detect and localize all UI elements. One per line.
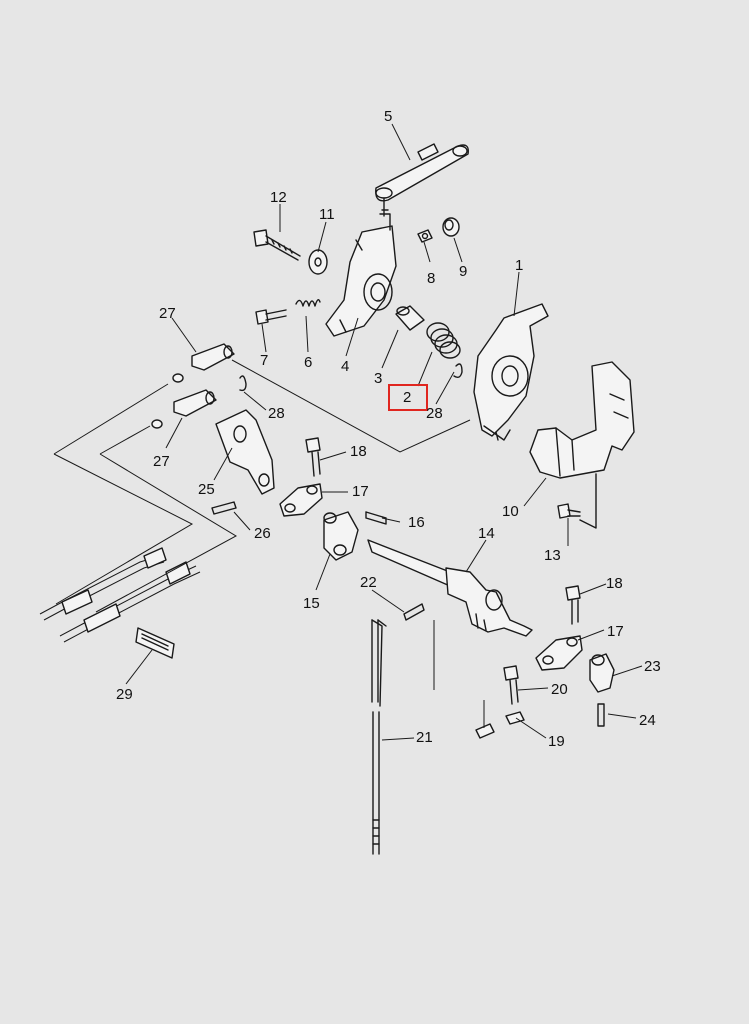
callout-14[interactable]: 14 [478,525,495,542]
callout-28-left[interactable]: 28 [268,405,285,422]
shift-throttle-cables [39,547,201,643]
part-3-sleeve [395,305,425,331]
part-21-rod [371,619,387,855]
part-5-link-arm [375,143,469,217]
callout-9[interactable]: 9 [459,263,467,280]
part-18-bolt-upper [305,437,321,477]
callout-12[interactable]: 12 [270,189,287,206]
callout-11[interactable]: 11 [319,206,335,223]
callout-7[interactable]: 7 [260,352,268,369]
callout-13[interactable]: 13 [544,547,561,564]
callout-10[interactable]: 10 [502,503,519,520]
part-18-bolt-lower [565,585,581,625]
part-19-plate [475,711,525,739]
callout-22[interactable]: 22 [360,574,377,591]
part-28-clip-left [239,375,247,392]
part-17-clamp-lower [535,635,583,671]
part-10-bracket [529,361,635,529]
callout-27-upper[interactable]: 27 [159,305,176,322]
callout-18-lower[interactable]: 18 [606,575,623,592]
callout-leaders [125,123,643,741]
callout-numbers: 5 12 11 8 9 1 27 7 6 4 3 2 28 28 27 18 2… [116,108,661,750]
callout-25[interactable]: 25 [198,481,215,498]
callout-1[interactable]: 1 [515,257,523,274]
callout-27-lower[interactable]: 27 [153,453,170,470]
part-14-shift-shaft [367,539,533,637]
part-nut-left-lower [151,419,163,429]
highlight-box-part-2 [388,384,428,411]
part-23-joint [589,653,615,693]
part-9-collar [442,217,460,237]
part-4-lever-bracket [325,209,397,337]
part-6-spring [295,299,321,307]
callout-5[interactable]: 5 [384,108,392,125]
part-20-bolt [503,665,519,705]
part-8-nut [417,229,433,243]
part-26-pin [211,501,237,515]
part-15-joint [323,511,359,561]
callout-4[interactable]: 4 [341,358,349,375]
part-16-pin [365,511,387,525]
callout-8[interactable]: 8 [427,270,435,287]
callout-16[interactable]: 16 [408,514,425,531]
part-22-pin [403,603,425,621]
callout-21[interactable]: 21 [416,729,433,746]
callout-17-lower[interactable]: 17 [607,623,624,640]
part-29-plate [135,627,175,659]
callout-3[interactable]: 3 [374,370,382,387]
callout-29[interactable]: 29 [116,686,133,703]
part-24-pin [597,703,605,727]
callout-6[interactable]: 6 [304,354,312,371]
callout-15[interactable]: 15 [303,595,320,612]
callout-26[interactable]: 26 [254,525,271,542]
callout-18-upper[interactable]: 18 [350,443,367,460]
callout-17-upper[interactable]: 17 [352,483,369,500]
part-27-cable-joint-upper [191,343,235,371]
part-11-washer [308,249,328,275]
part-12-bolt [253,229,301,261]
assembly-reference-lines [53,359,485,728]
callout-24[interactable]: 24 [639,712,656,729]
part-nut-left-upper [172,373,184,383]
part-27-cable-joint-lower [173,389,217,417]
part-1-lever-housing [473,303,549,441]
callout-2[interactable]: 2 [403,389,411,406]
callout-19[interactable]: 19 [548,733,565,750]
callout-28-right[interactable]: 28 [426,405,443,422]
callout-20[interactable]: 20 [551,681,568,698]
part-17-clamp-upper [279,483,323,517]
part-25-cable-bracket [215,409,275,495]
part-2-coil-spring [426,322,461,359]
part-13-bolt [557,503,581,519]
part-7-bolt [255,309,287,325]
part-28-clip-right [453,363,463,379]
callout-23[interactable]: 23 [644,658,661,675]
